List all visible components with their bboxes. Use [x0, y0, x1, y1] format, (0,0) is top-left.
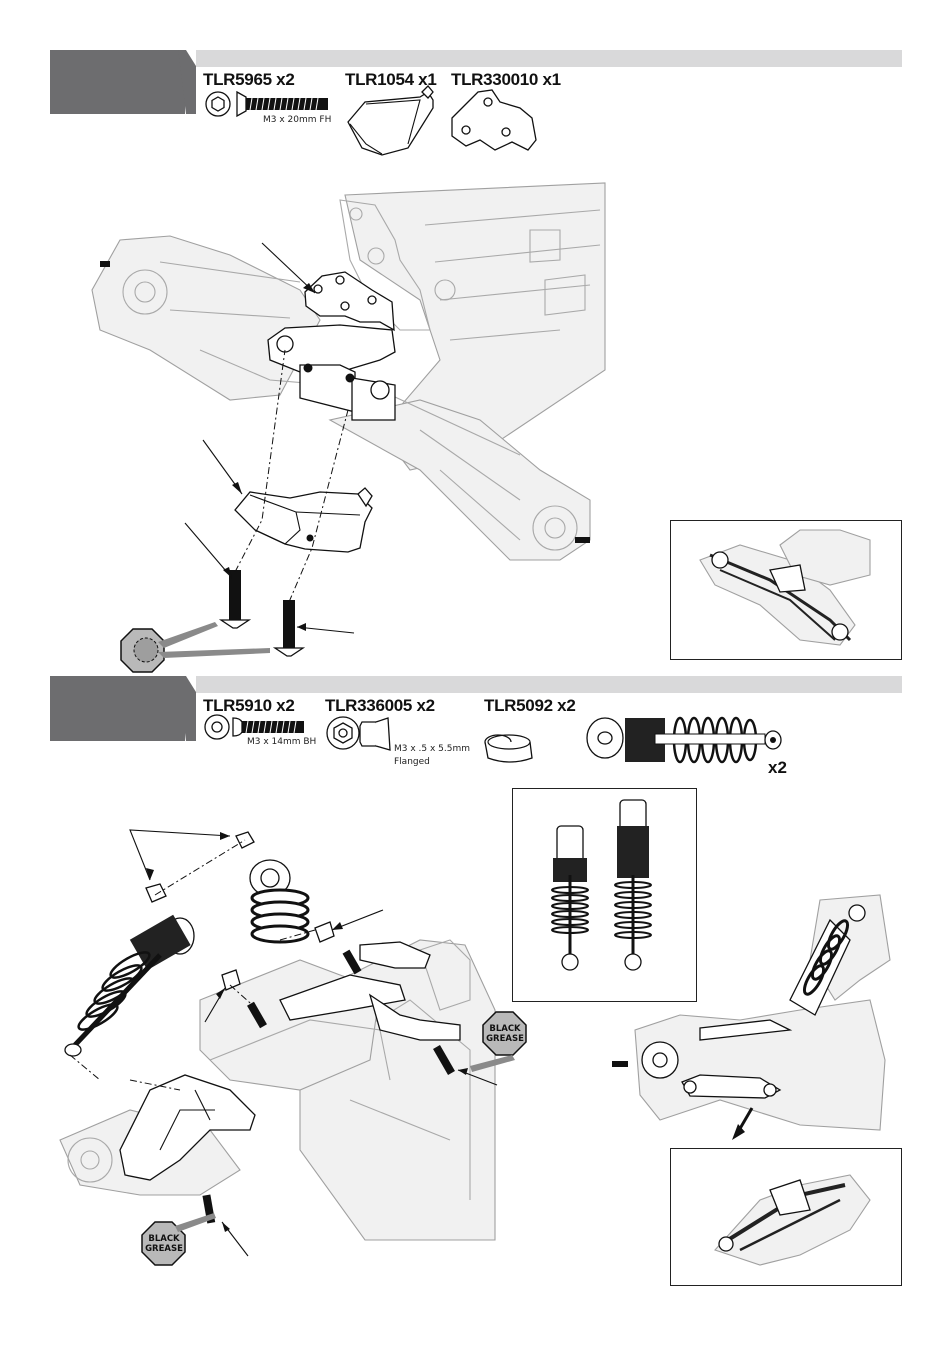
- flanged-nut-icon: [327, 717, 390, 750]
- spacer-1: [315, 922, 334, 942]
- step-2-detail-ghost: [612, 895, 890, 1140]
- long-shock-drawing: [615, 800, 651, 970]
- grease-label-1-line-2: GREASE: [484, 1034, 526, 1044]
- step-1-screw-left: [221, 570, 249, 628]
- bulkhead-part-icon: [452, 90, 536, 150]
- shock-part-icon: [587, 718, 781, 762]
- flat-head-screw-icon: [237, 92, 328, 116]
- grease-label-2-line-2: GREASE: [143, 1244, 185, 1254]
- spacer-part-icon: [485, 735, 532, 762]
- grease-label-2-line-1: BLACK: [143, 1234, 185, 1244]
- skid-plate-bold: [235, 488, 372, 552]
- hex-socket-icon-2: [205, 715, 229, 739]
- threadlock-icon: [121, 622, 270, 672]
- step-1-inset-sketch: [700, 530, 870, 645]
- shock-boot-bold: [250, 860, 308, 942]
- step-1-screw-right: [275, 600, 303, 656]
- step-2-inset-sketch: [715, 1175, 870, 1265]
- grease-label-1-line-1: BLACK: [484, 1024, 526, 1034]
- hex-socket-icon: [206, 92, 230, 116]
- step-2-shock-bold: [65, 915, 194, 1056]
- button-head-screw-icon: [233, 718, 304, 736]
- grease-label-1: BLACK GREASE: [484, 1024, 526, 1044]
- skid-plate-part-icon: [348, 86, 433, 155]
- short-shock-drawing: [552, 826, 588, 970]
- flanged-nut-2: [146, 884, 166, 902]
- grease-label-2: BLACK GREASE: [143, 1234, 185, 1254]
